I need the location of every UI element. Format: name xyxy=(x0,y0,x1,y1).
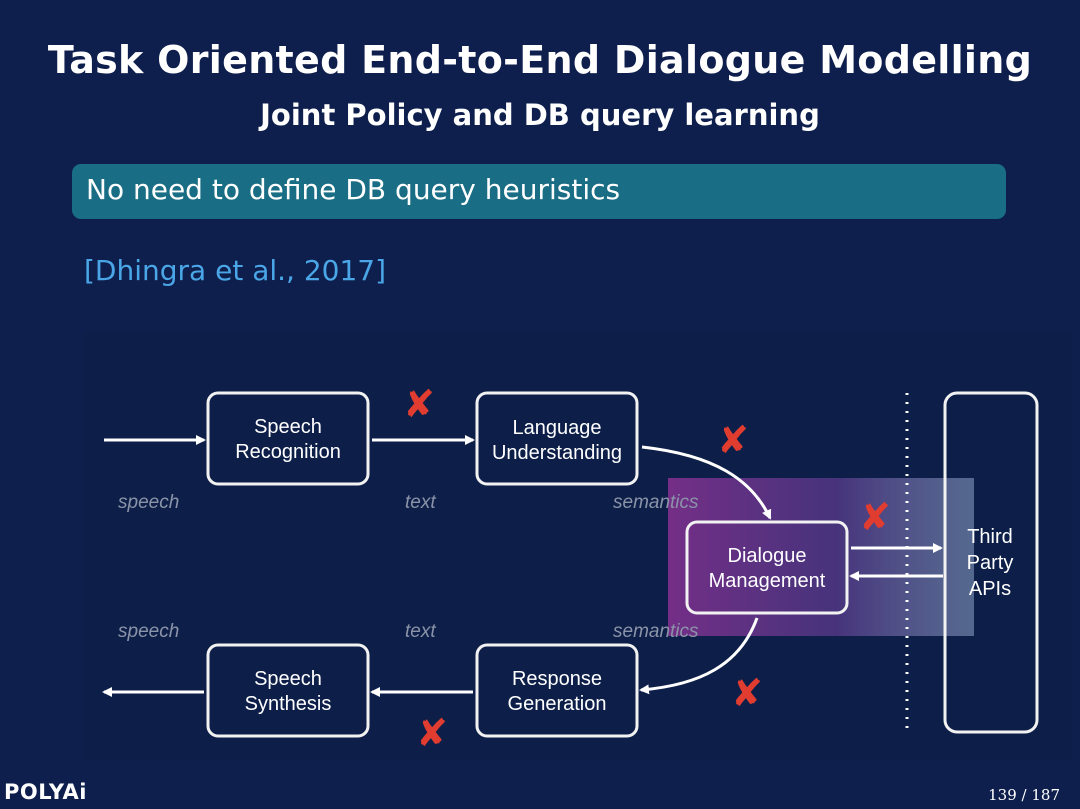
dm-label-line2: Management xyxy=(709,570,826,592)
nlg-label-line2: Generation xyxy=(508,693,607,715)
slide-subtitle: Joint Policy and DB query learning xyxy=(260,98,820,132)
tts-label-line2: Synthesis xyxy=(245,693,332,715)
highlight-region xyxy=(668,478,974,636)
top-semantics-label: semantics xyxy=(613,492,699,513)
speech-synthesis-box xyxy=(206,643,370,738)
tts-label-line1: Speech xyxy=(254,668,322,690)
top-speech-label: speech xyxy=(118,492,179,513)
nlu-to-dm-arrow xyxy=(641,445,772,520)
cross-mark-icon: ✘ xyxy=(717,418,749,462)
bottom-text-label: text xyxy=(405,621,436,642)
apis-label-line1: Third xyxy=(967,526,1013,548)
dm-to-nlg-arrow xyxy=(639,617,759,695)
language-understanding-box xyxy=(475,391,639,486)
cross-mark-icon: ✘ xyxy=(416,711,448,755)
citation-link[interactable]: [Dhingra et al., 2017] xyxy=(84,254,387,287)
bottom-speech-label: speech xyxy=(118,621,179,642)
response-generation-box xyxy=(475,643,639,738)
banner-text: No need to define DB query heuristics xyxy=(86,173,621,206)
apis-label-line2: Party xyxy=(967,552,1014,574)
cross-mark-icon: ✘ xyxy=(403,382,435,426)
page-number: 139 / 187 xyxy=(988,786,1060,804)
slide-title: Task Oriented End-to-End Dialogue Modell… xyxy=(47,38,1033,82)
asr-label-line2: Recognition xyxy=(235,441,341,463)
top-text-label: text xyxy=(405,492,436,513)
highlight-banner: No need to define DB query heuristics xyxy=(72,164,1006,219)
bottom-semantics-label: semantics xyxy=(613,621,699,642)
nlu-label-line2: Understanding xyxy=(492,442,622,464)
asr-label-line1: Speech xyxy=(254,416,322,438)
third-party-apis-box xyxy=(943,391,1039,734)
dm-label-line1: Dialogue xyxy=(728,545,807,567)
cross-mark-icon: ✘ xyxy=(731,671,763,715)
cross-mark-icon: ✘ xyxy=(859,495,891,539)
polyai-logo: POLYAi xyxy=(4,780,88,804)
nlg-label-line1: Response xyxy=(512,668,602,690)
speech-recognition-box xyxy=(206,391,370,486)
apis-label-line3: APIs xyxy=(969,578,1011,600)
nlu-label-line1: Language xyxy=(513,417,602,439)
dialogue-management-box xyxy=(685,520,849,615)
